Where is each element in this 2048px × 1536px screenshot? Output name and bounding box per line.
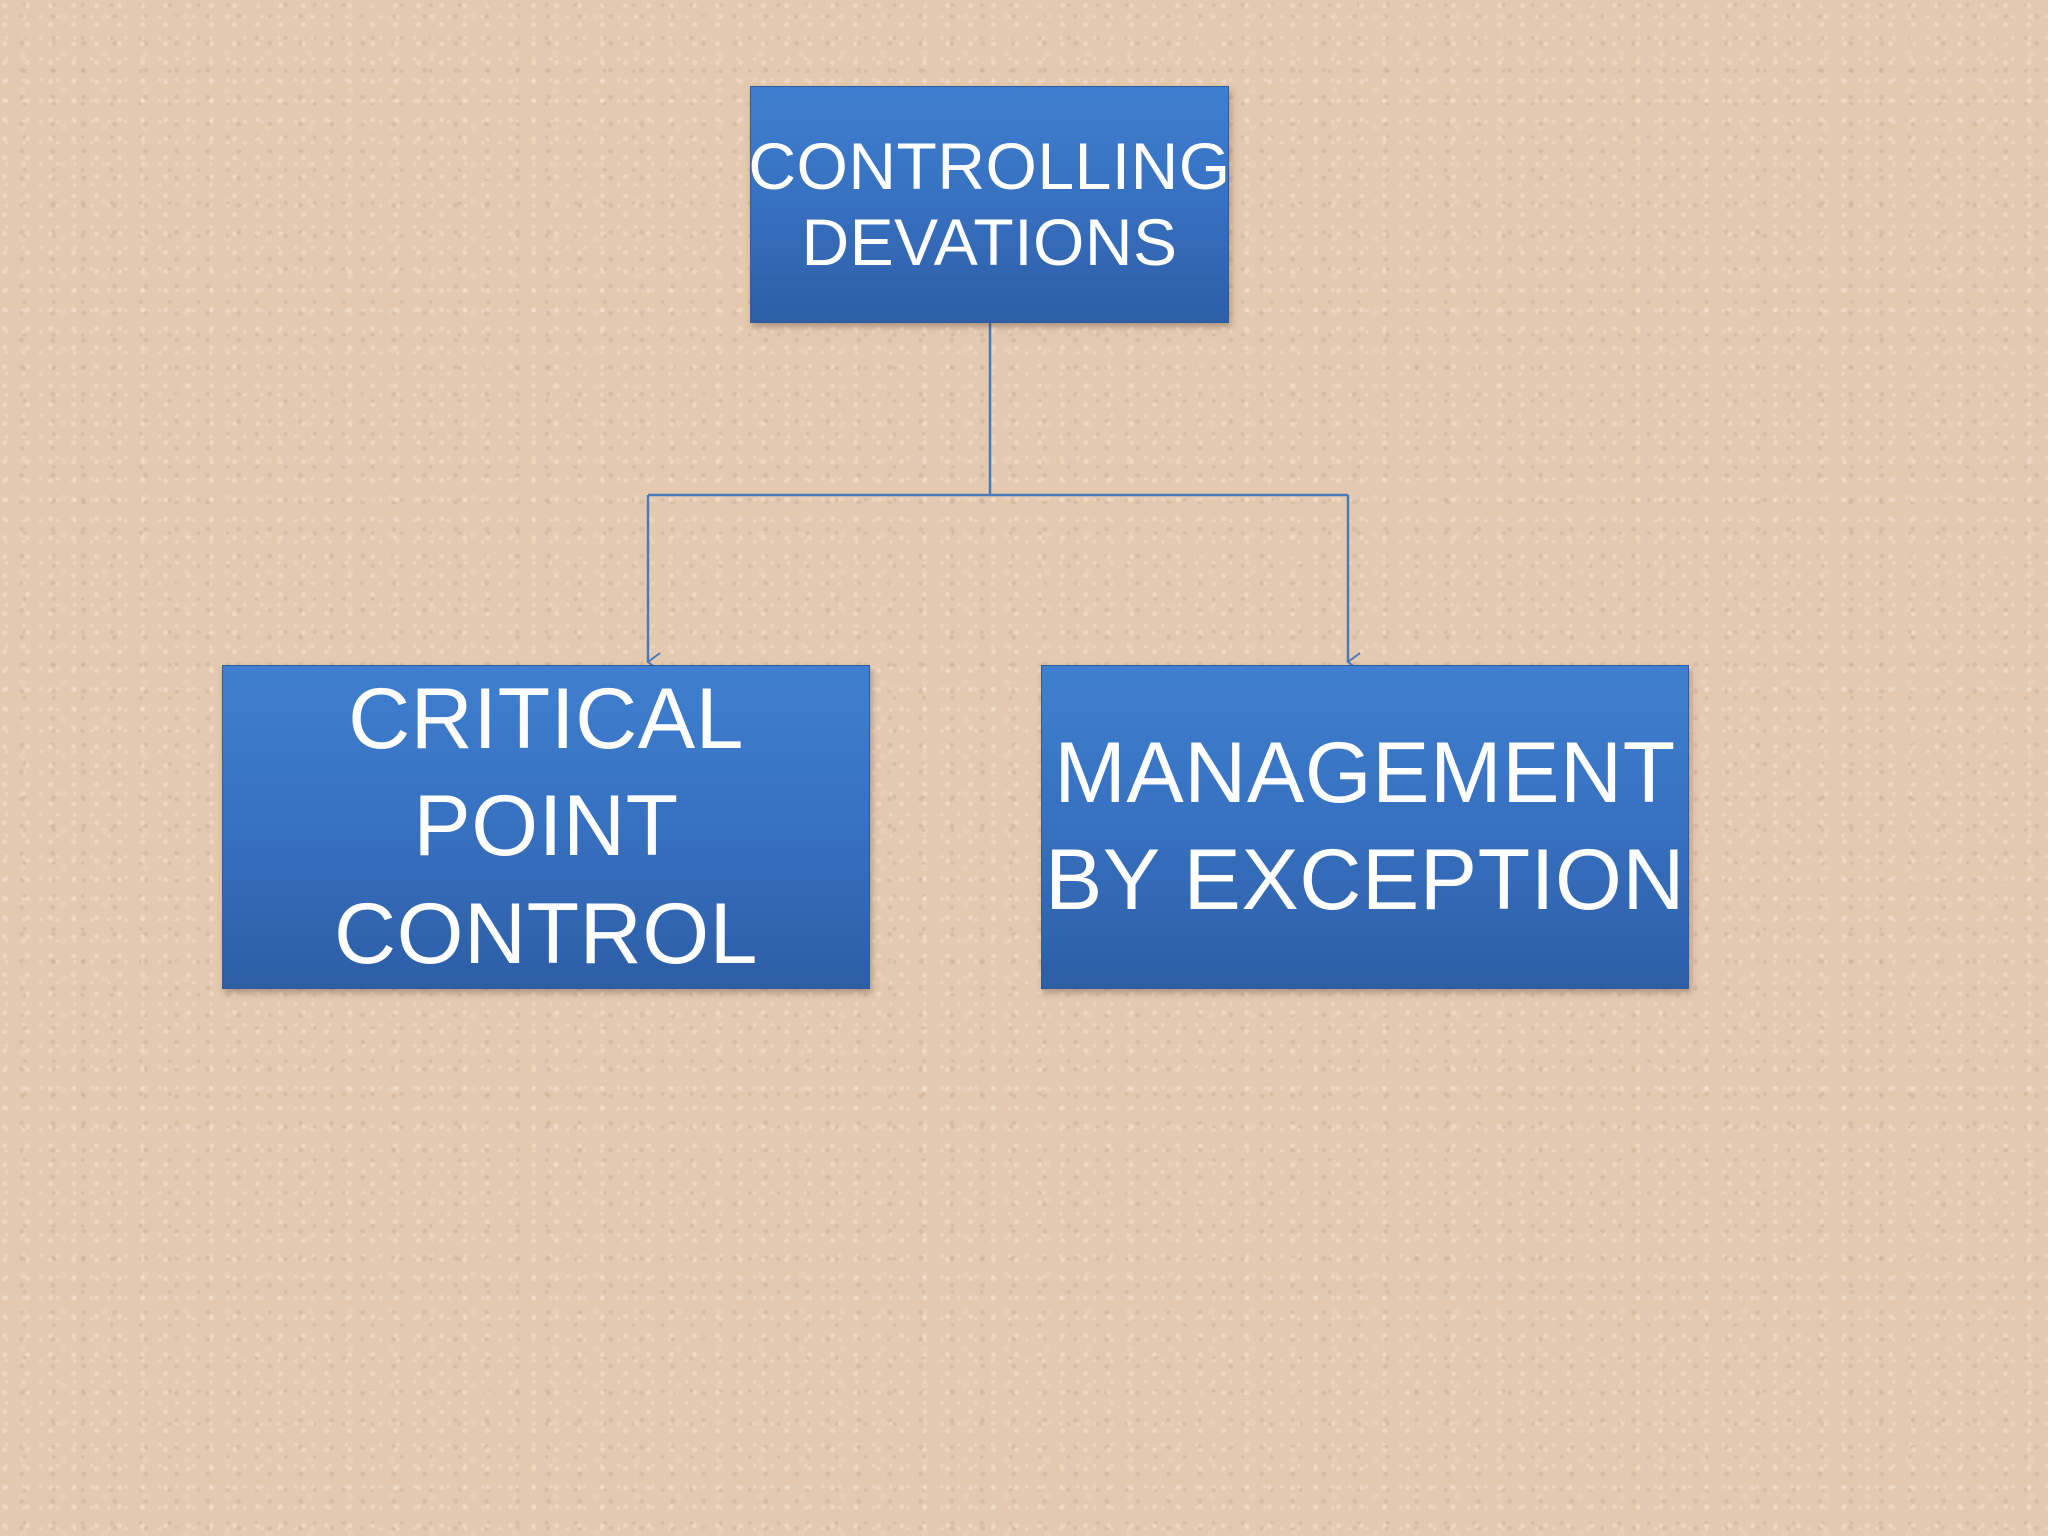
node-right-line1: MANAGEMENT: [1054, 724, 1676, 821]
node-controlling-devations: CONTROLLING DEVATIONS: [748, 86, 1230, 323]
node-root-line1: CONTROLLING: [748, 128, 1231, 203]
node-root-text: CONTROLLING DEVATIONS: [748, 129, 1230, 281]
node-root-line2: DEVATIONS: [801, 204, 1178, 279]
node-left-text: CRITICAL POINT CONTROL: [223, 666, 869, 989]
node-left-line1: CRITICAL POINT: [348, 670, 744, 875]
node-critical-point-control: CRITICAL POINT CONTROL: [222, 665, 870, 989]
node-right-text: MANAGEMENT BY EXCEPTION: [1045, 720, 1685, 935]
node-left-line2: CONTROL: [334, 885, 758, 982]
node-right-line2: BY EXCEPTION: [1044, 832, 1686, 928]
node-management-by-exception: MANAGEMENT BY EXCEPTION: [1041, 665, 1689, 989]
